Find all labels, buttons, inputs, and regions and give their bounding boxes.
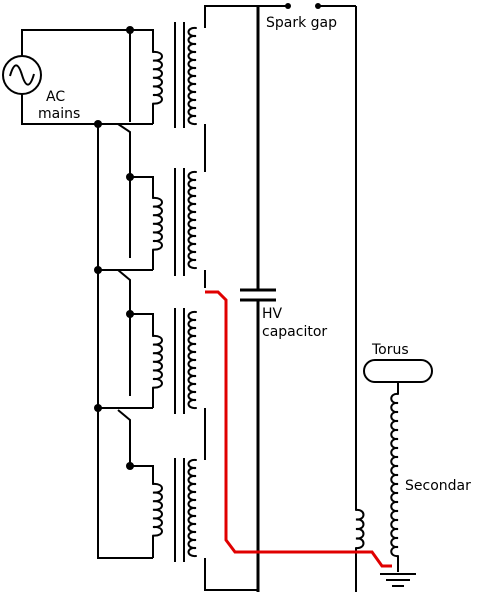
primary-coil-3 <box>152 334 163 389</box>
secondary-coil-2 <box>187 170 197 270</box>
coil-tap-2 <box>130 176 154 198</box>
center-bus-2 <box>117 123 131 258</box>
capacitor-icon <box>240 288 276 302</box>
tesla-primary-coil <box>355 508 365 550</box>
ac-source-icon <box>2 55 42 95</box>
center-bus-4 <box>117 409 131 466</box>
secondary-coil-1 <box>187 26 197 126</box>
primary-coil-4 <box>152 482 163 537</box>
secondary-top-wire <box>204 5 258 28</box>
hv-label: HV <box>262 306 283 322</box>
ac-bottom-wire <box>21 94 153 125</box>
primary-coil-2 <box>152 196 163 251</box>
tesla-primary-turns <box>355 508 365 550</box>
coil-tap-4 <box>130 465 154 484</box>
capacitor-label: capacitor <box>262 324 327 340</box>
tesla-secondary-coil <box>390 392 399 558</box>
secondary-bottom-wire <box>204 558 258 591</box>
center-bus-3 <box>117 269 131 396</box>
mains-label: mains <box>38 106 80 122</box>
secondary-coil-4 <box>187 458 197 558</box>
transformer-cores <box>174 22 185 562</box>
transformer-secondary-coils <box>187 26 197 558</box>
primary-coils <box>152 50 163 537</box>
junction-dots <box>94 26 134 470</box>
torus-label: Torus <box>371 342 409 358</box>
spark-gap-icon <box>258 3 356 9</box>
ac-label: AC <box>46 89 65 105</box>
primary-coil-1 <box>152 50 163 105</box>
left-bus <box>97 124 153 559</box>
ground-icon <box>380 573 416 587</box>
coil-tap-3 <box>130 313 154 336</box>
tesla-secondary-turns <box>390 392 399 558</box>
spark-gap-label: Spark gap <box>266 15 337 31</box>
highlighted-path <box>205 290 392 568</box>
secondary-label: Secondar <box>405 478 471 494</box>
ac-top-wire <box>21 29 153 56</box>
secondary-coil-3 <box>187 310 197 410</box>
torus-icon <box>363 359 433 383</box>
coil-tap-1 <box>130 29 154 52</box>
